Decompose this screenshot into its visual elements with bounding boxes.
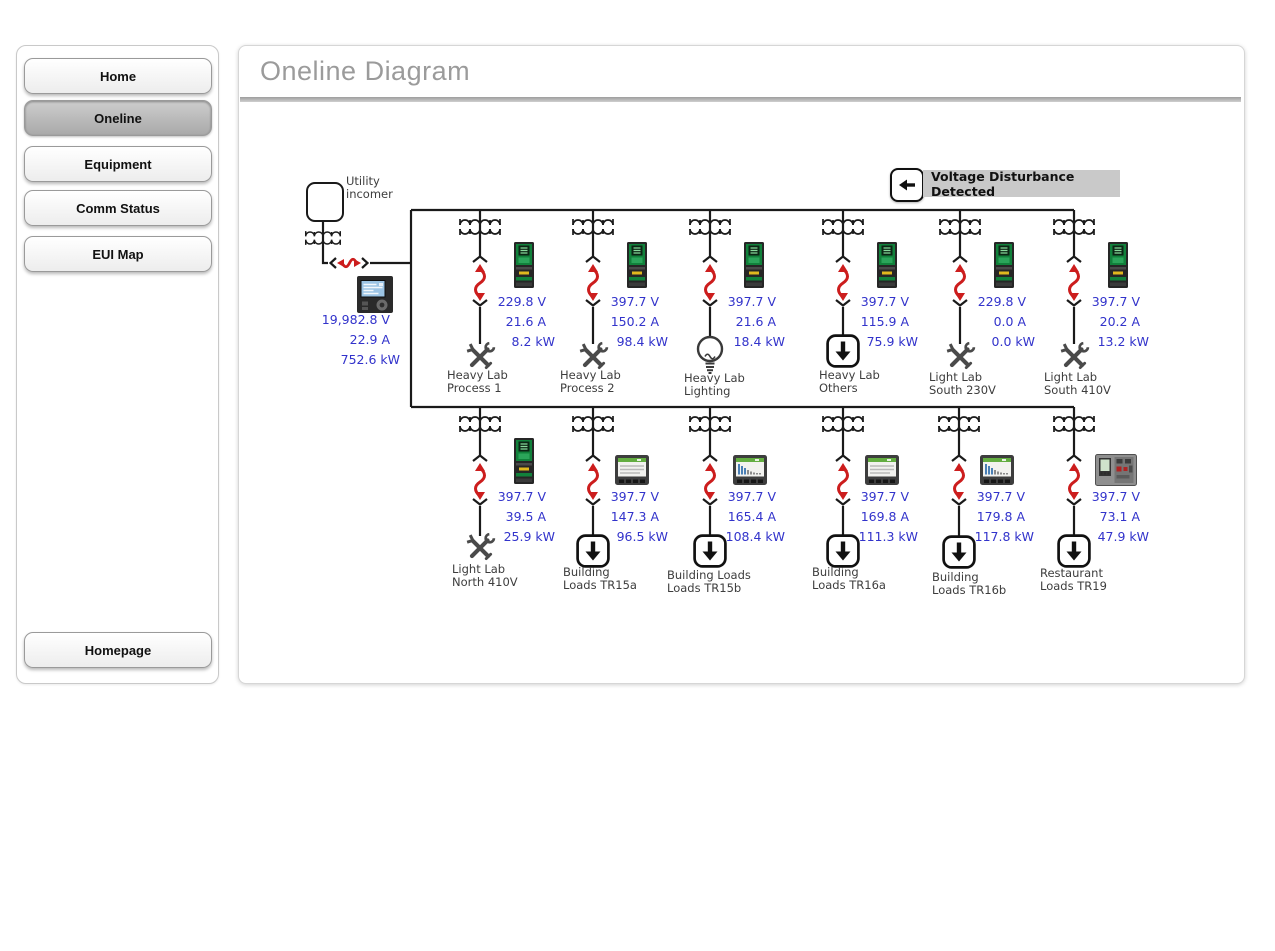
sidebar-item-equipment[interactable]: Equipment — [24, 146, 212, 182]
current-reading: 22.9 A — [349, 332, 390, 347]
current-reading: 39.5 A — [505, 509, 546, 524]
feeder-label-line1: Light Lab — [929, 370, 983, 384]
feeder-label-line2: Lighting — [684, 384, 731, 398]
green-din-meter-icon — [877, 242, 897, 288]
power-reading: 111.3 kW — [858, 529, 918, 544]
green-din-meter-icon — [514, 438, 534, 484]
panel-meter-bars-icon — [980, 455, 1014, 485]
feeder-label-line2: Loads TR15b — [667, 581, 742, 595]
feeder-label-line2: Others — [819, 381, 858, 395]
power-reading: 18.4 kW — [733, 334, 785, 349]
panel-meter-lines-icon — [865, 455, 899, 485]
incomer-disturbance-arrow-icon — [329, 256, 369, 270]
incomer-meter-icon — [357, 276, 393, 313]
incomer-label-line2: incomer — [346, 187, 393, 201]
sidebar-item-homepage[interactable]: Homepage — [24, 632, 212, 668]
feeder-label-line2: South 230V — [929, 383, 996, 397]
incomer-label-line1: Utility — [346, 174, 380, 188]
feeder-label-line2: North 410V — [452, 575, 518, 589]
voltage-reading: 397.7 V — [497, 489, 546, 504]
green-din-meter-icon — [744, 242, 764, 288]
sidebar-item-oneline[interactable]: Oneline — [24, 100, 212, 136]
alert-banner: Voltage Disturbance Detected — [923, 168, 1120, 199]
voltage-reading: 19,982.8 V — [321, 312, 390, 327]
power-reading: 96.5 kW — [616, 529, 668, 544]
feeder-label-line1: Heavy Lab — [447, 368, 508, 382]
title-divider — [240, 97, 1241, 102]
voltage-reading: 397.7 V — [860, 294, 909, 309]
feeder-label-line1: Building — [932, 570, 979, 584]
feeder-label-line1: Light Lab — [452, 562, 506, 576]
green-din-meter-icon — [1108, 242, 1128, 288]
panel-meter-lines-icon — [615, 455, 649, 485]
power-reading: 13.2 kW — [1097, 334, 1149, 349]
feeder-label-line1: Building — [812, 565, 859, 579]
feeder-label-line2: South 410V — [1044, 383, 1111, 397]
voltage-reading: 397.7 V — [610, 489, 659, 504]
feeder-label-line1: Heavy Lab — [684, 371, 745, 385]
feeder-label-line2: Loads TR16b — [932, 583, 1007, 597]
utility-incomer-symbol — [306, 182, 344, 222]
feeder-label-line1: Building — [563, 565, 610, 579]
voltage-reading: 397.7 V — [1091, 489, 1140, 504]
current-reading: 179.8 A — [976, 509, 1025, 524]
current-reading: 147.3 A — [610, 509, 659, 524]
relay-trip-unit-icon — [1095, 454, 1137, 486]
power-reading: 8.2 kW — [511, 334, 555, 349]
main-panel — [238, 45, 1245, 684]
feeder-label-line1: Light Lab — [1044, 370, 1098, 384]
current-reading: 165.4 A — [727, 509, 776, 524]
alert-back-button[interactable] — [890, 168, 924, 202]
voltage-reading: 397.7 V — [727, 294, 776, 309]
feeder-label-line2: Loads TR15a — [563, 578, 637, 592]
feeder-label-line2: Process 2 — [560, 381, 615, 395]
current-reading: 0.0 A — [993, 314, 1026, 329]
sidebar-item-home[interactable]: Home — [24, 58, 212, 94]
power-reading: 0.0 kW — [991, 334, 1035, 349]
voltage-reading: 397.7 V — [610, 294, 659, 309]
feeder-label-line1: Heavy Lab — [560, 368, 621, 382]
feeder-label-line1: Heavy Lab — [819, 368, 880, 382]
power-reading: 47.9 kW — [1097, 529, 1149, 544]
feeder-label-line2: Loads TR16a — [812, 578, 886, 592]
power-reading: 117.8 kW — [974, 529, 1034, 544]
power-reading: 75.9 kW — [866, 334, 918, 349]
sidebar-item-eui-map[interactable]: EUI Map — [24, 236, 212, 272]
back-arrow-icon — [899, 179, 915, 191]
feeder-label-line1: Building Loads — [667, 568, 751, 582]
feeder-label-line2: Loads TR19 — [1040, 579, 1107, 593]
current-reading: 73.1 A — [1099, 509, 1140, 524]
power-reading: 25.9 kW — [503, 529, 555, 544]
voltage-reading: 397.7 V — [727, 489, 776, 504]
current-reading: 169.8 A — [860, 509, 909, 524]
power-reading: 108.4 kW — [725, 529, 785, 544]
green-din-meter-icon — [514, 242, 534, 288]
green-din-meter-icon — [994, 242, 1014, 288]
alert-message: Voltage Disturbance Detected — [931, 168, 1075, 199]
sidebar-item-comm-status[interactable]: Comm Status — [24, 190, 212, 226]
panel-meter-bars-icon — [733, 455, 767, 485]
current-reading: 150.2 A — [610, 314, 659, 329]
voltage-reading: 229.8 V — [497, 294, 546, 309]
power-reading: 98.4 kW — [616, 334, 668, 349]
green-din-meter-icon — [627, 242, 647, 288]
current-reading: 20.2 A — [1099, 314, 1140, 329]
current-reading: 21.6 A — [505, 314, 546, 329]
feeder-label-line2: Process 1 — [447, 381, 502, 395]
voltage-reading: 397.7 V — [976, 489, 1025, 504]
page-title: Oneline Diagram — [260, 56, 471, 86]
sidebar: Home Oneline Equipment Comm Status EUI M… — [16, 45, 219, 684]
current-reading: 21.6 A — [735, 314, 776, 329]
voltage-reading: 397.7 V — [1091, 294, 1140, 309]
voltage-reading: 229.8 V — [977, 294, 1026, 309]
current-reading: 115.9 A — [860, 314, 909, 329]
power-reading: 752.6 kW — [340, 352, 400, 367]
voltage-reading: 397.7 V — [860, 489, 909, 504]
feeder-label-line1: Restaurant — [1040, 566, 1103, 580]
